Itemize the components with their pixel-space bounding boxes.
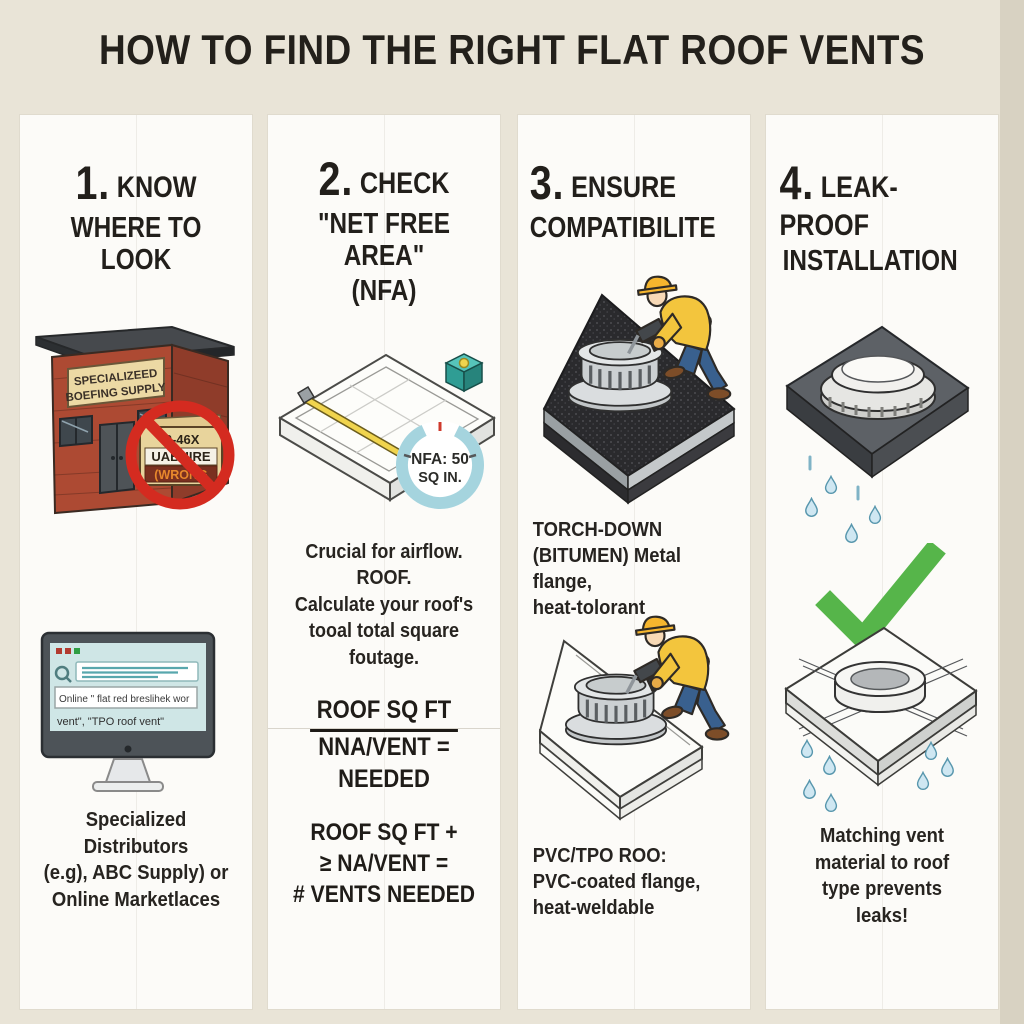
step-2-card: 2.CHECK "NET FREE AREA" (NFA) NFA: 5 — [268, 115, 500, 1009]
monitor-base — [92, 781, 164, 792]
step-1-caption: Specialized Distributors (e.g), ABC Supp… — [43, 808, 229, 911]
search-query-line1: Online " flat red breslihek wor — [59, 694, 190, 705]
gauge-unit: SQ IN. — [418, 470, 462, 486]
gauge-value: NFA: 50 — [411, 451, 469, 468]
step-4-card: 4.LEAK-PROOF INSTALLATION — [766, 115, 998, 1009]
computer-monitor-illustration: Online " flat red breslihek wor vent", "… — [40, 631, 216, 792]
green-checkmark-icon — [815, 543, 946, 654]
formula1-result: NEEDED — [338, 764, 430, 793]
torch-down-label: TORCH-DOWN (BITUMEN) Metal flange, heat-… — [532, 519, 681, 619]
torch-down-roof-illustration — [542, 274, 736, 505]
step-4-number: 4. — [779, 156, 815, 209]
round-vent-illustration — [820, 355, 936, 420]
roof-measurement-illustration: NFA: 50 SQ IN. — [278, 353, 496, 510]
step-2-body-text: Crucial for airflow. ROOF. Calculate you… — [294, 541, 474, 669]
vent-formula-1: ROOF SQ FT NNA/VENT = NEEDED — [268, 695, 500, 795]
formula-divider-line — [268, 728, 500, 729]
formula1-numerator: ROOF SQ FT — [309, 695, 459, 733]
page-right-margin-band — [1000, 0, 1024, 1024]
step-4-heading: 4.LEAK-PROOF INSTALLATION — [779, 156, 958, 277]
puck-vent-illustration — [834, 661, 926, 713]
vent-formula-2: ROOF SQ FT + ≥ NA/VENT = # VENTS NEEDED — [293, 819, 475, 909]
nfa-gauge: NFA: 50 SQ IN. — [396, 421, 484, 510]
step-1-card: 1.KNOW WHERE TO LOOK SPECIALIZEED BOEFIN… — [20, 115, 252, 1009]
step-2-heading: 2.CHECK "NET FREE AREA" (NFA) — [317, 152, 451, 308]
step-1-heading: 1.KNOW WHERE TO LOOK — [70, 156, 202, 276]
step-3-heading: 3.ENSURE COMPATIBILITE — [529, 156, 716, 244]
pvc-tpo-label: PVC/TPO ROO: PVC-coated flange, heat-wel… — [532, 845, 701, 919]
leak-drops — [805, 455, 882, 543]
store-sign: SPECIALIZEED BOEFING SUPPLY — [65, 356, 167, 409]
search-icon — [54, 665, 72, 683]
matched-vent-illustration — [784, 543, 978, 812]
infographic-title: HOW TO FIND THE RIGHT FLAT ROOF VENTS — [99, 26, 925, 73]
store-door — [99, 420, 135, 495]
step-3-number: 3. — [529, 156, 565, 209]
monitor-stand — [104, 758, 152, 783]
search-query-line2: vent", "TPO roof vent" — [57, 716, 164, 728]
leaking-vent-illustration — [785, 325, 970, 543]
step-4-caption: Matching vent material to roof type prev… — [814, 824, 950, 927]
search-bar — [75, 661, 199, 682]
formula1-denominator: NNA/VENT = — [318, 733, 450, 762]
monitor-power-dot — [124, 745, 132, 753]
roofing-supply-store-illustration: SPECIALIZEED BOEFING SUPPLY R-46X UABHIR… — [35, 325, 235, 515]
step-2-number: 2. — [318, 152, 354, 205]
step-3-card: 3.ENSURE COMPATIBILITE TORCH-DOWN (BITUM… — [518, 115, 750, 1009]
pvc-roof-illustration — [538, 614, 730, 821]
search-query-box — [54, 686, 198, 709]
step-1-number: 1. — [75, 156, 111, 209]
no-sign-icon — [125, 400, 235, 510]
